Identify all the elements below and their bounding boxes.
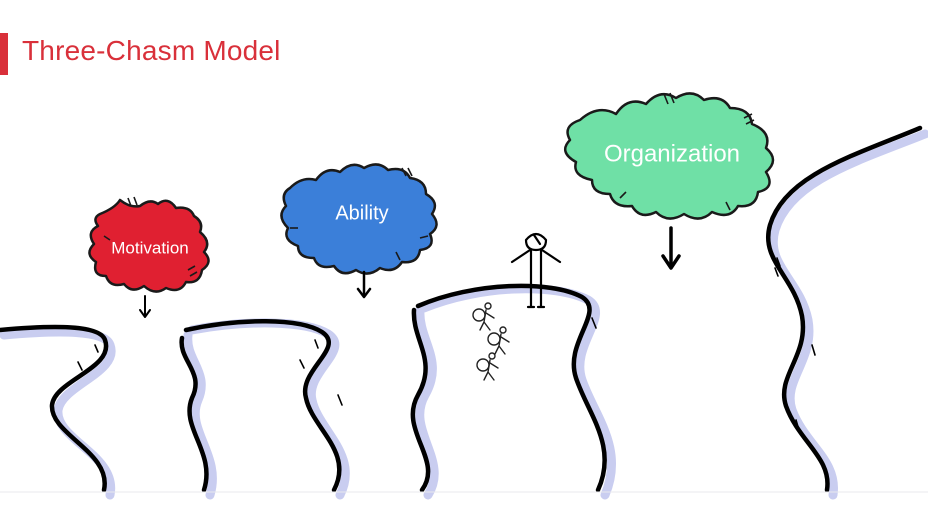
organization-label: Organization bbox=[604, 140, 740, 167]
cliff-hatching bbox=[77, 257, 816, 431]
ability-label: Ability bbox=[335, 202, 388, 224]
climber-2 bbox=[487, 326, 510, 355]
cliff-left bbox=[0, 324, 109, 493]
organization-arrow bbox=[661, 226, 681, 270]
person-standing-arms-raised-icon bbox=[510, 232, 562, 309]
ability-arrow bbox=[356, 270, 372, 299]
motivation-label: Motivation bbox=[111, 238, 188, 257]
cliff-middle-right-edge bbox=[183, 319, 342, 493]
motivation-burst-shape bbox=[88, 198, 210, 293]
organization-burst-shape bbox=[563, 92, 775, 220]
person-climbing-with-backpack-icon bbox=[472, 302, 510, 381]
climber-3 bbox=[476, 352, 499, 381]
organization-burst: Organization bbox=[563, 92, 775, 220]
slide-title: Three-Chasm Model bbox=[22, 35, 281, 66]
ability-burst-shape bbox=[280, 163, 438, 275]
arrows bbox=[139, 226, 681, 318]
cliff-outlines bbox=[0, 125, 923, 493]
ability-burst: Ability bbox=[280, 163, 438, 275]
title-accent-bar bbox=[0, 33, 8, 75]
climber-1 bbox=[472, 302, 495, 331]
cliff-right bbox=[766, 125, 923, 493]
motivation-arrow bbox=[139, 295, 151, 318]
motivation-burst: Motivation bbox=[88, 196, 210, 293]
cliff-plateau-right-edge bbox=[415, 283, 607, 493]
cliff-plateau-left-edge bbox=[410, 307, 431, 493]
cliff-middle-left-edge bbox=[179, 335, 209, 493]
